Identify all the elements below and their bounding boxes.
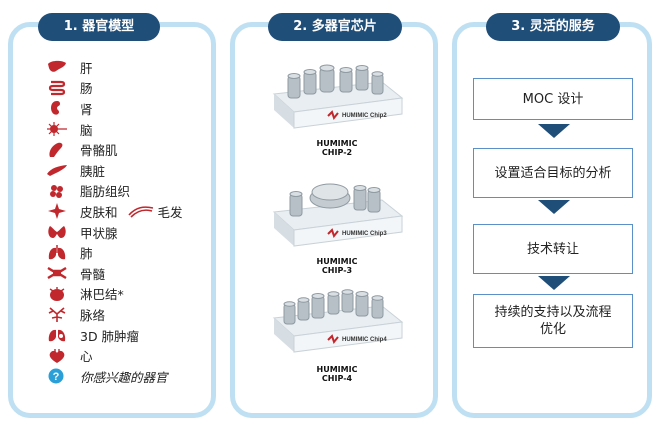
organ-item-bone-marrow: 骨髓 (46, 263, 214, 284)
organ-item-adipose-tissue: 脂肪组织 (46, 181, 214, 202)
organ-item-skin-and-hair: 皮肤和 毛发 (46, 201, 214, 222)
fat-cells-icon (46, 183, 68, 199)
vessel-icon (46, 306, 68, 323)
neuron-icon (46, 121, 68, 137)
organ-item-3d-lung-tumor: 3D 肺肿瘤 (46, 325, 214, 346)
heart-icon (46, 348, 68, 364)
chip-image-2: HUMIMIC Chip2 (268, 58, 406, 136)
question-icon: ? (46, 368, 68, 384)
flow-arrow-3 (538, 276, 570, 290)
muscle-icon (46, 142, 68, 158)
flow-arrow-1 (538, 124, 570, 138)
organ-label: 肝 (80, 60, 93, 76)
organ-models-panel (8, 22, 216, 418)
organ-item-intestine: 肠 (46, 78, 214, 99)
organ-label: 3D 肺肿瘤 (80, 328, 140, 344)
organ-label: 胰脏 (80, 163, 106, 179)
intestine-icon (46, 80, 68, 96)
organ-label: 你感兴趣的器官 (80, 369, 168, 385)
organ-extra-label: 毛发 (157, 204, 183, 220)
chip-image-4: HUMIMIC Chip4 (268, 282, 406, 360)
organ-item-vasculature: 脉络 (46, 304, 214, 325)
organ-item-kidney: 肾 (46, 98, 214, 119)
organ-label: 脉络 (80, 307, 106, 323)
chip-brand-text: HUMIMIC Chip2 (342, 113, 387, 119)
service-step-continuous-support: 持续的支持以及流程优化 (473, 294, 633, 348)
service-step-technology-transfer: 技术转让 (473, 224, 633, 274)
organ-label: 心 (80, 349, 93, 365)
hair-icon (127, 203, 154, 219)
organ-item-thyroid: 甲状腺 (46, 222, 214, 243)
chip-image-3: HUMIMIC Chip3 (268, 176, 406, 254)
lung-tumor-icon (46, 327, 68, 343)
svg-text:?: ? (53, 371, 60, 383)
service-step-assay-setup: 设置适合目标的分析 (473, 148, 633, 198)
organ-item-brain: 脑 (46, 119, 214, 140)
thyroid-icon (46, 224, 68, 240)
chip-label-4: HUMIMIC CHIP-4 (316, 365, 358, 383)
liver-icon (46, 59, 68, 75)
organ-label: 骨骼肌 (80, 143, 118, 159)
organ-item-lung: 肺 (46, 242, 214, 263)
section-title-flexible-services: 3. 灵活的服务 (486, 13, 620, 41)
organ-label: 皮肤和 (80, 204, 118, 220)
organ-label: 骨髓 (80, 266, 106, 282)
chip-brand-text: HUMIMIC Chip3 (342, 231, 387, 237)
organ-item-liver: 肝 (46, 57, 214, 78)
organ-label: 脑 (80, 122, 93, 138)
organ-item-heart: 心 (46, 345, 214, 366)
organ-label: 肾 (80, 101, 93, 117)
kidney-icon (46, 100, 68, 116)
chip-brand-text: HUMIMIC Chip4 (342, 337, 387, 343)
lymph-node-icon (46, 286, 68, 302)
organ-item-lymph-node: 淋巴结* (46, 284, 214, 305)
organ-item-pancreas: 胰脏 (46, 160, 214, 181)
organ-item-your-organ: ? 你感兴趣的器官 (46, 366, 214, 387)
organ-label: 肺 (80, 246, 93, 262)
organ-label: 脂肪组织 (80, 184, 131, 200)
service-step-moc-design: MOC 设计 (473, 78, 633, 120)
flow-arrow-2 (538, 200, 570, 214)
chip-label-2: HUMIMIC CHIP-2 (316, 139, 358, 157)
organ-label: 肠 (80, 81, 93, 97)
organ-extra-hair: 毛发 (127, 202, 183, 221)
organ-item-skeletal-muscle: 骨骼肌 (46, 139, 214, 160)
pancreas-icon (46, 162, 68, 178)
skin-icon (46, 203, 68, 220)
organ-label: 淋巴结* (80, 287, 124, 303)
organ-list: 肝 肠 肾 脑 骨骼肌 胰脏 脂肪组织 (46, 57, 214, 387)
bone-icon (46, 265, 68, 281)
lung-icon (46, 244, 68, 261)
section-title-multi-organ-chips: 2. 多器官芯片 (268, 13, 402, 41)
section-title-organ-models: 1. 器官模型 (38, 13, 160, 41)
organ-label: 甲状腺 (80, 225, 118, 241)
chip-label-3: HUMIMIC CHIP-3 (316, 257, 358, 275)
